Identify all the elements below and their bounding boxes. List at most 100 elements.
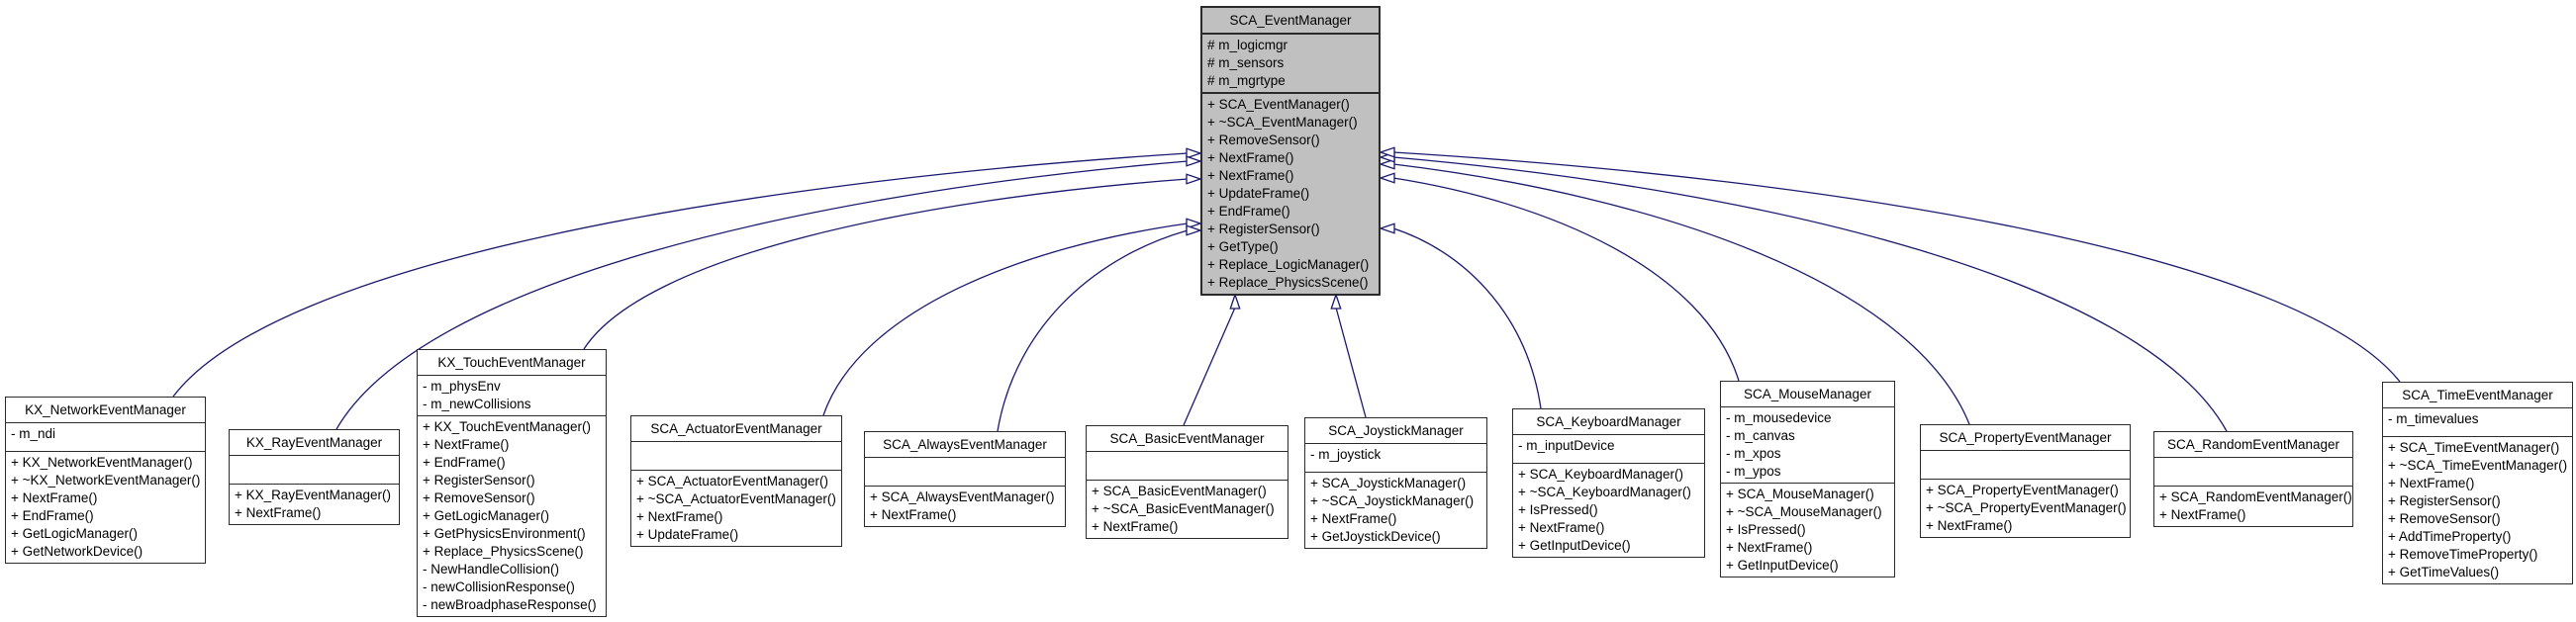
inheritance-arrowhead-sca-always-event-manager xyxy=(1186,224,1203,236)
class-methods: + SCA_AlwaysEventManager()+ NextFrame() xyxy=(865,487,1065,526)
class-attribute: - m_ypos xyxy=(1726,464,1781,479)
class-title: SCA_ActuatorEventManager xyxy=(631,416,841,442)
class-attribute: - m_timevalues xyxy=(2388,411,2479,426)
class-method: + NextFrame() xyxy=(1518,520,1605,535)
class-method: + GetLogicManager() xyxy=(11,526,138,541)
class-attributes: - m_inputDevice xyxy=(1513,435,1704,464)
class-method: + RemoveSensor() xyxy=(1207,133,1320,147)
class-methods: + KX_NetworkEventManager()+ ~KX_NetworkE… xyxy=(6,452,205,563)
class-method: + GetJoystickDevice() xyxy=(1310,529,1441,544)
class-title: SCA_RandomEventManager xyxy=(2154,432,2352,458)
class-method: + GetNetworkDevice() xyxy=(11,544,143,559)
class-title: SCA_TimeEventManager xyxy=(2383,383,2572,408)
class-node-kx-touch-event-manager[interactable]: KX_TouchEventManager - m_physEnv- m_newC… xyxy=(417,349,607,617)
class-attribute: - m_joystick xyxy=(1310,447,1382,462)
inheritance-arrowhead-sca-actuator-event-manager xyxy=(1186,218,1203,229)
class-method: + NextFrame() xyxy=(2388,476,2475,490)
inheritance-edge-sca-actuator-event-manager xyxy=(822,222,1189,416)
class-attribute: # m_sensors xyxy=(1207,55,1285,70)
class-method: + ~SCA_JoystickManager() xyxy=(1310,493,1475,508)
class-title: SCA_JoystickManager xyxy=(1305,418,1486,444)
inheritance-edge-sca-random-event-manager xyxy=(1392,156,2228,432)
class-method: + NextFrame() xyxy=(423,437,510,452)
class-attributes: - m_joystick xyxy=(1305,444,1486,473)
class-attribute: - m_xpos xyxy=(1726,446,1781,461)
class-attribute: - m_canvas xyxy=(1726,428,1795,443)
inheritance-arrowhead-kx-ray-event-manager xyxy=(1186,155,1203,167)
class-node-sca-time-event-manager[interactable]: SCA_TimeEventManager - m_timevalues + SC… xyxy=(2382,382,2573,584)
class-node-kx-network-event-manager[interactable]: KX_NetworkEventManager - m_ndi + KX_Netw… xyxy=(5,397,206,564)
class-methods: + SCA_MouseManager()+ ~SCA_MouseManager(… xyxy=(1721,484,1894,577)
class-method: + NextFrame() xyxy=(1926,518,2013,533)
inheritance-arrowhead-sca-property-event-manager xyxy=(1378,158,1395,170)
class-attribute: - m_inputDevice xyxy=(1518,438,1615,453)
class-attribute: # m_logicmgr xyxy=(1207,38,1288,52)
class-node-sca-always-event-manager[interactable]: SCA_AlwaysEventManager + SCA_AlwaysEvent… xyxy=(864,431,1066,527)
class-node-sca-event-manager[interactable]: SCA_EventManager # m_logicmgr # m_sensors… xyxy=(1200,6,1381,296)
class-methods: + SCA_ActuatorEventManager()+ ~SCA_Actua… xyxy=(631,471,841,546)
class-method: + GetType() xyxy=(1207,239,1279,254)
class-title: SCA_MouseManager xyxy=(1721,382,1894,407)
class-title: SCA_EventManager xyxy=(1202,8,1379,35)
class-method: + Replace_LogicManager() xyxy=(1207,257,1370,272)
class-node-sca-basic-event-manager[interactable]: SCA_BasicEventManager + SCA_BasicEventMa… xyxy=(1086,425,1288,539)
class-method: + GetInputDevice() xyxy=(1518,538,1631,553)
class-method: + NextFrame() xyxy=(11,490,98,505)
class-attributes: - m_physEnv- m_newCollisions xyxy=(418,376,606,416)
class-method: + EndFrame() xyxy=(11,508,94,523)
inheritance-edge-sca-basic-event-manager xyxy=(1183,307,1236,426)
inheritance-edge-sca-mouse-manager xyxy=(1392,177,1740,382)
class-method: + AddTimeProperty() xyxy=(2388,529,2512,544)
class-node-sca-random-event-manager[interactable]: SCA_RandomEventManager + SCA_RandomEvent… xyxy=(2153,431,2353,527)
class-method: + KX_NetworkEventManager() xyxy=(11,455,193,470)
inheritance-arrowhead-sca-joystick-manager xyxy=(1330,292,1342,310)
class-method: + NextFrame() xyxy=(636,509,723,524)
inheritance-edge-sca-always-event-manager xyxy=(997,229,1189,432)
class-method: + NextFrame() xyxy=(235,505,322,520)
class-methods: + SCA_TimeEventManager()+ ~SCA_TimeEvent… xyxy=(2383,437,2572,583)
class-method: + SCA_EventManager() xyxy=(1207,97,1350,112)
class-node-sca-actuator-event-manager[interactable]: SCA_ActuatorEventManager + SCA_ActuatorE… xyxy=(630,415,842,547)
class-node-kx-ray-event-manager[interactable]: KX_RayEventManager + KX_RayEventManager(… xyxy=(229,429,400,525)
inheritance-edge-sca-joystick-manager xyxy=(1335,307,1367,418)
class-method: + UpdateFrame() xyxy=(1207,186,1310,201)
class-method: + SCA_RandomEventManager() xyxy=(2159,489,2352,504)
class-method: + NextFrame() xyxy=(1207,150,1294,165)
inheritance-edge-sca-keyboard-manager xyxy=(1392,227,1542,409)
class-node-sca-mouse-manager[interactable]: SCA_MouseManager - m_mousedevice- m_canv… xyxy=(1720,381,1895,578)
inheritance-arrowhead-sca-time-event-manager xyxy=(1378,146,1395,158)
class-method: + GetInputDevice() xyxy=(1726,558,1839,573)
class-method: + NextFrame() xyxy=(1310,511,1397,526)
inheritance-arrowhead-sca-mouse-manager xyxy=(1378,172,1395,184)
class-method: + ~SCA_MouseManager() xyxy=(1726,504,1882,519)
class-method: + SCA_TimeEventManager() xyxy=(2388,440,2560,455)
class-method: + UpdateFrame() xyxy=(636,527,739,542)
class-title: KX_TouchEventManager xyxy=(418,350,606,376)
class-method: + NextFrame() xyxy=(870,507,957,522)
class-title: SCA_BasicEventManager xyxy=(1087,426,1288,452)
class-node-sca-keyboard-manager[interactable]: SCA_KeyboardManager - m_inputDevice + SC… xyxy=(1512,408,1705,558)
class-node-sca-joystick-manager[interactable]: SCA_JoystickManager - m_joystick + SCA_J… xyxy=(1304,417,1487,549)
class-method: + Replace_PhysicsScene() xyxy=(1207,275,1369,290)
class-attribute: # m_mgrtype xyxy=(1207,73,1286,88)
class-methods: + KX_RayEventManager() + NextFrame() xyxy=(230,485,399,524)
class-method: + SCA_JoystickManager() xyxy=(1310,476,1467,490)
class-node-sca-property-event-manager[interactable]: SCA_PropertyEventManager + SCA_PropertyE… xyxy=(1920,424,2131,538)
class-method: - NewHandleCollision() xyxy=(423,562,560,577)
class-method: + Replace_PhysicsScene() xyxy=(423,544,584,559)
class-method: + ~SCA_EventManager() xyxy=(1207,115,1358,130)
inheritance-edge-sca-time-event-manager xyxy=(1392,151,2401,383)
class-method: + RegisterSensor() xyxy=(423,473,535,488)
class-method: + ~SCA_ActuatorEventManager() xyxy=(636,491,836,506)
class-method: + KX_TouchEventManager() xyxy=(423,419,591,434)
class-attributes xyxy=(631,442,841,471)
class-attribute: - m_ndi xyxy=(11,426,56,441)
class-method: + GetTimeValues() xyxy=(2388,565,2500,579)
class-method: + NextFrame() xyxy=(1726,540,1813,555)
class-method: + RemoveSensor() xyxy=(2388,511,2501,526)
class-method: + RemoveSensor() xyxy=(423,490,535,505)
class-method: + NextFrame() xyxy=(1207,168,1294,183)
class-method: + KX_RayEventManager() xyxy=(235,488,391,502)
